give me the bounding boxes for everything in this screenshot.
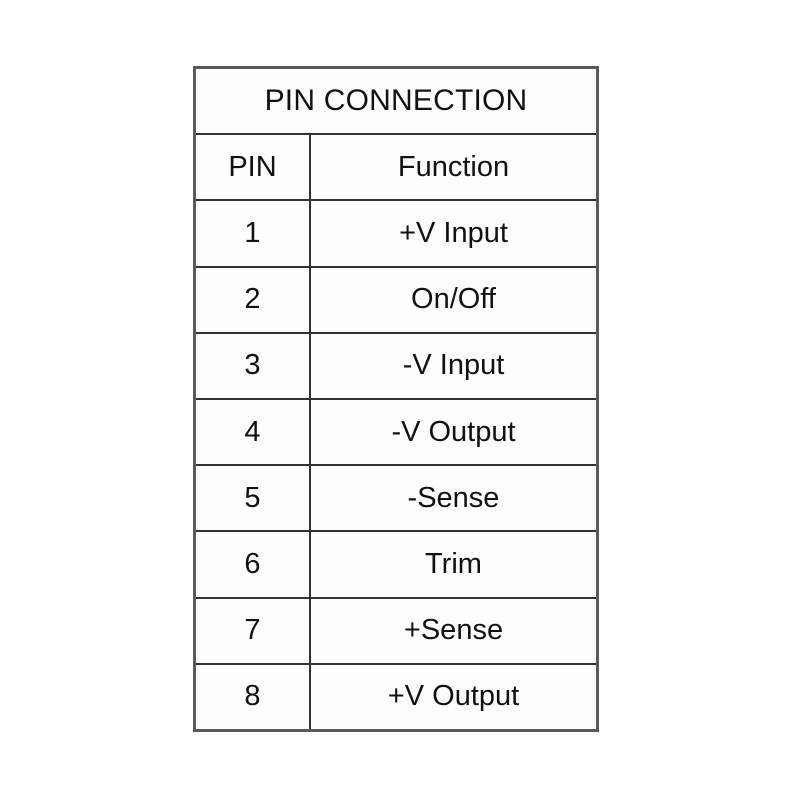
cell-pin-function: On/Off: [411, 283, 496, 316]
table-title-row: PIN CONNECTION: [196, 69, 596, 136]
cell-pin-number: 4: [196, 400, 311, 465]
table-row: 6 Trim: [196, 532, 596, 599]
cell-pin-function: Trim: [425, 548, 482, 581]
table-row: 8 +V Output: [196, 664, 596, 730]
table-row: 1 +V Input: [196, 201, 596, 268]
table-row: 3 -V Input: [196, 333, 596, 401]
table-title: PIN CONNECTION: [264, 84, 528, 118]
table-row: 2 On/Off: [196, 267, 596, 334]
cell-pin-number: 3: [196, 333, 311, 399]
table-row: 7 +Sense: [196, 598, 596, 665]
cell-pin-number: 7: [196, 598, 311, 663]
cell-pin-number: 8: [196, 664, 311, 730]
pin-connection-table: PIN CONNECTION PIN Function 1 +V Input 2…: [193, 66, 599, 732]
cell-pin-function: +Sense: [403, 614, 504, 647]
cell-pin-number: 6: [196, 532, 311, 597]
cell-pin-function: -V Output: [391, 415, 516, 448]
table-row: 4 -V Output: [196, 400, 596, 467]
cell-pin-function: +V Output: [387, 680, 520, 713]
cell-pin-number: 1: [196, 201, 311, 266]
table-header-row: PIN Function: [196, 135, 596, 202]
cell-pin-function: +V Input: [399, 217, 508, 249]
cell-pin-function: -V Input: [402, 349, 505, 382]
column-header-pin: PIN: [196, 135, 311, 200]
cell-pin-number: 5: [196, 466, 311, 531]
cell-pin-number: 2: [196, 267, 311, 332]
table-row: 5 -Sense: [196, 466, 596, 533]
cell-pin-function: -Sense: [407, 481, 500, 514]
column-header-function: Function: [397, 150, 510, 183]
